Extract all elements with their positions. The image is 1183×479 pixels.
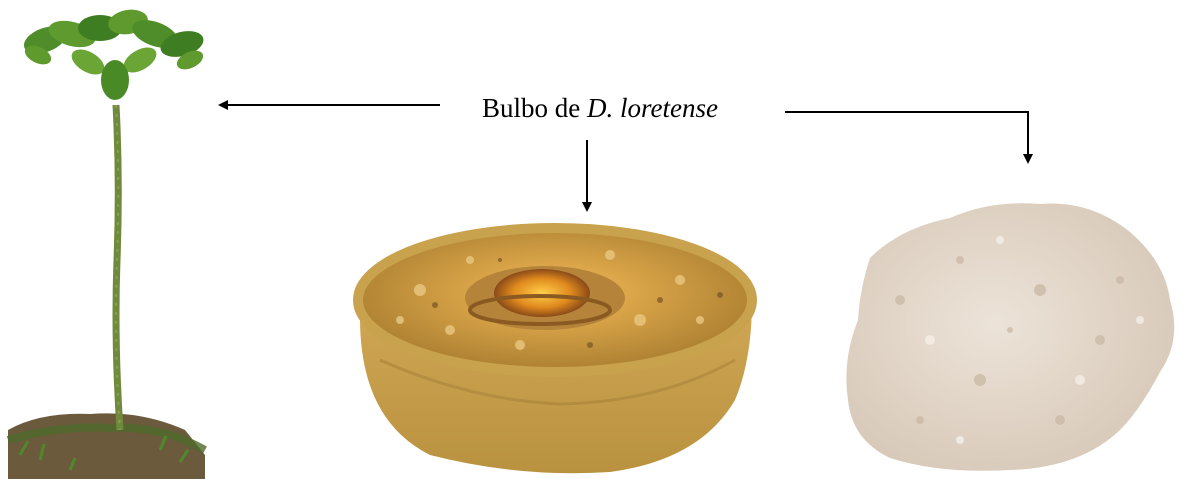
arrow-to-powder <box>785 112 1028 162</box>
soil-mound <box>8 413 205 479</box>
label-prefix: Bulbo de <box>482 93 587 123</box>
bulb-label: Bulbo de D. loretense <box>440 88 760 128</box>
bulb-cross-section-photo <box>358 228 752 473</box>
powder-heap <box>846 203 1174 471</box>
plant-photo <box>8 7 206 479</box>
plant-leaves <box>20 7 206 100</box>
flour-powder-photo <box>846 203 1174 471</box>
label-species: D. loretense <box>587 93 718 123</box>
bulb-core <box>494 269 590 317</box>
